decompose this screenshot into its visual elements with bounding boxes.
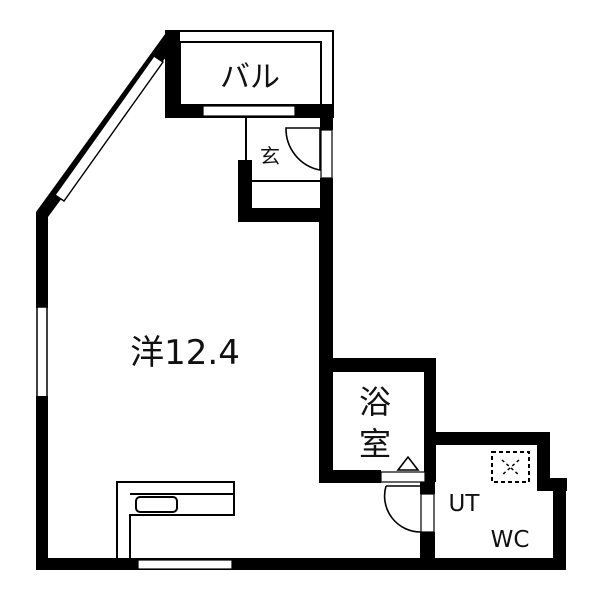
bath-door [380, 471, 426, 483]
bath-label-line1: 浴 [359, 383, 391, 421]
diagonal-wall [36, 30, 180, 217]
bathroom: 浴 室 [319, 358, 436, 483]
balcony-window [202, 105, 296, 117]
bath-step-marker-icon [396, 455, 420, 471]
kitchen-counter [116, 481, 235, 558]
kitchen-sink-icon [135, 496, 178, 513]
left-wall-lower [36, 396, 48, 570]
toilet-label: WC [491, 527, 530, 553]
bottom-wall [36, 558, 566, 570]
balcony-label: バル [220, 60, 280, 95]
bottom-window [137, 559, 233, 570]
main-room-right-wall [319, 220, 333, 482]
ut-door-leaf [420, 493, 435, 533]
entrance-door-swing [285, 127, 321, 171]
main-room-walls [36, 212, 566, 570]
washer-space-icon [491, 451, 530, 483]
left-window [36, 306, 48, 398]
ut-door-swing [383, 485, 422, 533]
entrance-label: 玄 [260, 144, 280, 168]
bath-label-line2: 室 [359, 425, 391, 463]
utility-label: UT [449, 491, 481, 517]
entrance-door-leaf [320, 129, 333, 179]
entrance: 玄 [238, 117, 333, 222]
western-room-label: 洋12.4 [130, 333, 240, 373]
kitchen-counter-outline [116, 481, 235, 558]
diagonal-window [54, 55, 164, 202]
left-wall-upper [36, 212, 48, 308]
utility-toilet: UT WC [383, 432, 567, 570]
balcony: バル [165, 30, 334, 118]
